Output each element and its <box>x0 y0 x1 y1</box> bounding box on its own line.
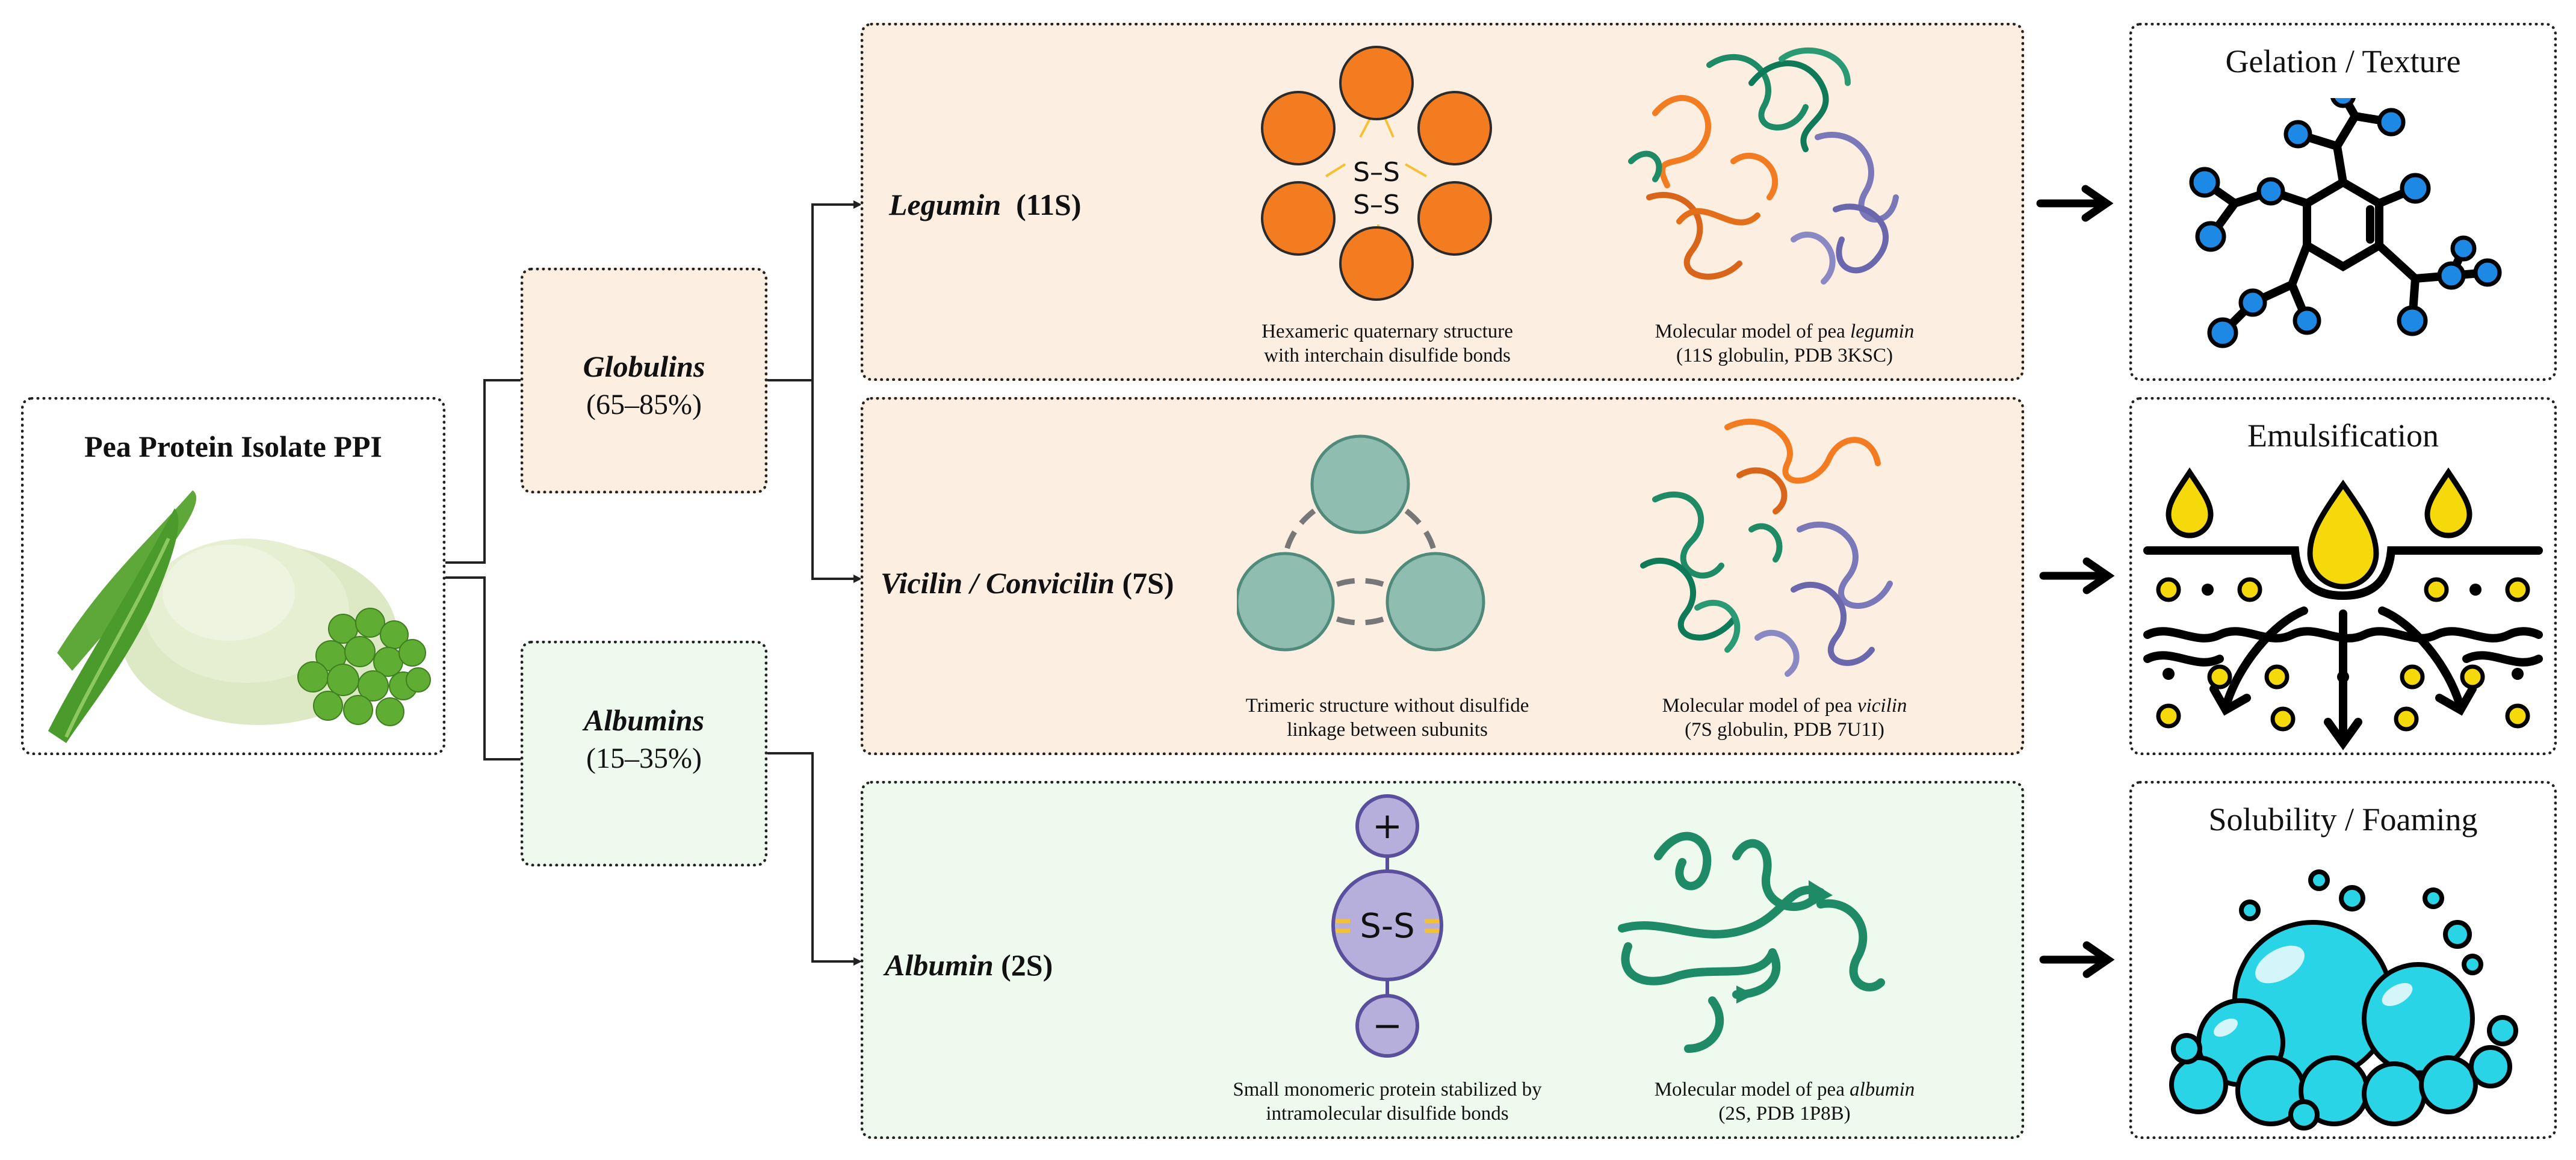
function-arrows <box>2036 185 2115 978</box>
vicilin-label: Vicilin / Convicilin (7S) <box>881 566 1174 600</box>
globulins-box: Globulins (65–85%) <box>521 268 767 493</box>
albumin-model-caption: Molecular model of pea albumin (2S, PDB … <box>1654 1079 1915 1125</box>
function-label-solubility: Solubility / Foaming <box>2208 801 2478 838</box>
globulins-range: (65–85%) <box>586 389 702 421</box>
minus-label: − <box>1372 1005 1402 1047</box>
ss-center-label: S-S <box>1360 907 1414 946</box>
ss-bottom-label: S–S <box>1353 190 1400 220</box>
pea-powder-and-pods-photo <box>48 490 431 743</box>
albumins-name: Albumins <box>583 703 705 737</box>
emulsion-droplets-icon <box>2143 467 2543 751</box>
albumins-box: Albumins (15–35%) <box>521 641 767 866</box>
function-box-emulsification: Emulsification <box>2129 397 2557 755</box>
legumin-code: (11S) <box>1016 188 1082 221</box>
foam-bubbles-icon <box>2169 869 2518 1131</box>
molecule-network-icon <box>2189 98 2502 348</box>
vicilin-model-caption: Molecular model of pea vicilin (7S globu… <box>1662 695 1907 741</box>
albumin-structure-caption: Small monomeric protein stabilized by in… <box>1233 1079 1542 1125</box>
monomer-structure-diagram: + − S-S <box>1331 794 1443 1058</box>
albumins-range: (15–35%) <box>586 742 702 774</box>
hexamer-structure-diagram: S–S S–S <box>1261 46 1492 301</box>
root-title: Pea Protein Isolate PPI <box>84 430 382 463</box>
legumin-model-caption: Molecular model of pea legumin (11S glob… <box>1655 321 1915 366</box>
legumin-name: Legumin <box>889 188 1002 221</box>
function-box-solubility: Solubility / Foaming <box>2129 781 2557 1139</box>
legumin-panel: Legumin (11S) S–S S–S Hexameric quaterna… <box>861 23 2024 381</box>
vicilin-molecular-model <box>1640 418 1893 677</box>
function-label-gelation: Gelation / Texture <box>2225 43 2461 79</box>
function-box-gelation: Gelation / Texture <box>2129 23 2557 381</box>
globulins-name: Globulins <box>583 350 705 383</box>
root-box: Pea Protein Isolate PPI <box>21 397 445 755</box>
vicilin-panel: Vicilin / Convicilin (7S) Trimeric struc… <box>861 397 2024 755</box>
legumin-molecular-model <box>1628 48 1899 285</box>
legumin-label: Legumin (11S) <box>889 187 1082 222</box>
albumin-code: (2S) <box>1001 948 1053 982</box>
trimer-structure-diagram <box>1237 434 1485 652</box>
albumin-label: Albumin (2S) <box>885 948 1053 983</box>
vicilin-code: (7S) <box>1122 566 1174 600</box>
albumin-name: Albumin <box>885 948 994 982</box>
function-label-emulsification: Emulsification <box>2247 418 2439 454</box>
vicilin-structure-caption: Trimeric structure without disulfide lin… <box>1245 695 1529 741</box>
vicilin-name: Vicilin / Convicilin <box>881 566 1115 600</box>
plus-label: + <box>1372 805 1402 847</box>
albumin-panel: Albumin (2S) + − S-S Small monomeric pro… <box>861 781 2024 1139</box>
albumin-molecular-model <box>1618 831 1885 1053</box>
ss-top-label: S–S <box>1353 157 1400 188</box>
legumin-structure-caption: Hexameric quaternary structure with inte… <box>1262 321 1513 366</box>
